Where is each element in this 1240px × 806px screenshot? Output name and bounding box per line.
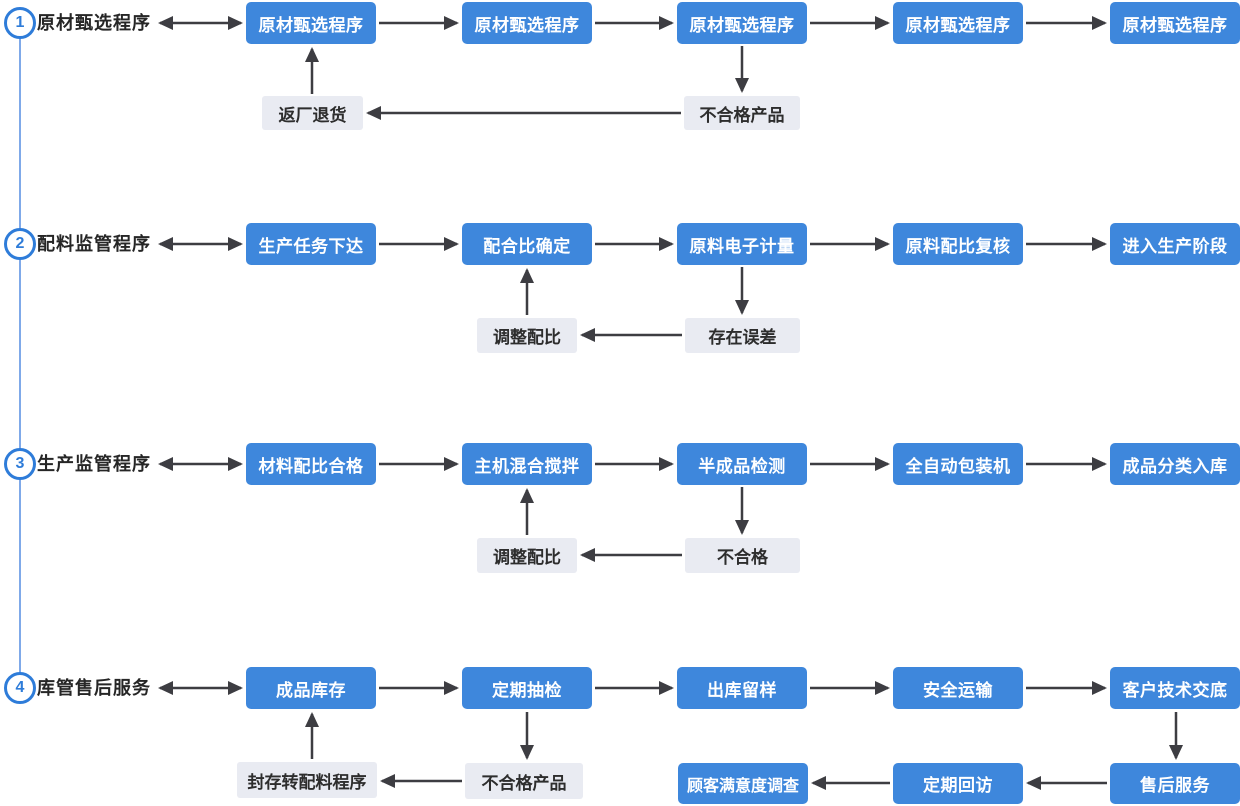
row1-step5-box: 原材甄选程序: [1110, 2, 1240, 44]
row3-step3-box: 半成品检测: [677, 443, 807, 485]
row2-step1-box: 生产任务下达: [246, 223, 376, 265]
row1-reject-box: 不合格产品: [684, 96, 800, 130]
row2-step4-box: 原料配比复核: [893, 223, 1023, 265]
row4-reject-box: 不合格产品: [465, 763, 583, 799]
row1-step1-box: 原材甄选程序: [246, 2, 376, 44]
row4-seal-box: 封存转配料程序: [237, 762, 377, 798]
row2-error-box: 存在误差: [685, 318, 800, 353]
row1-label: 原材甄选程序: [37, 13, 151, 33]
row3-step2-box: 主机混合搅拌: [462, 443, 592, 485]
row3-number-badge: 3: [4, 448, 36, 480]
row1-step4-box: 原材甄选程序: [893, 2, 1023, 44]
row4-aftersales-box: 售后服务: [1110, 763, 1240, 804]
row2-step2-box: 配合比确定: [462, 223, 592, 265]
row2-adjust-box: 调整配比: [477, 318, 577, 353]
row4-step5-box: 客户技术交底: [1110, 667, 1240, 709]
row2-number-badge: 2: [4, 228, 36, 260]
row4-step3-box: 出库留样: [677, 667, 807, 709]
row2-step3-box: 原料电子计量: [677, 223, 807, 265]
row3-step5-box: 成品分类入库: [1110, 443, 1240, 485]
row4-revisit-box: 定期回访: [893, 763, 1023, 804]
row4-step4-box: 安全运输: [893, 667, 1023, 709]
row3-label: 生产监管程序: [37, 454, 151, 474]
row4-label: 库管售后服务: [37, 678, 151, 698]
row3-adjust-box: 调整配比: [477, 538, 577, 573]
row4-step2-box: 定期抽检: [462, 667, 592, 709]
row4-number-badge: 4: [4, 672, 36, 704]
row3-fail-box: 不合格: [685, 538, 800, 573]
row1-return-box: 返厂退货: [262, 96, 363, 130]
row2-step5-box: 进入生产阶段: [1110, 223, 1240, 265]
row4-survey-box: 顾客满意度调查: [678, 763, 808, 804]
row2-label: 配料监管程序: [37, 234, 151, 254]
row4-step1-box: 成品库存: [246, 667, 376, 709]
row3-step1-box: 材料配比合格: [246, 443, 376, 485]
row3-step4-box: 全自动包装机: [893, 443, 1023, 485]
row1-step2-box: 原材甄选程序: [462, 2, 592, 44]
row1-number-badge: 1: [4, 7, 36, 39]
row1-step3-box: 原材甄选程序: [677, 2, 807, 44]
